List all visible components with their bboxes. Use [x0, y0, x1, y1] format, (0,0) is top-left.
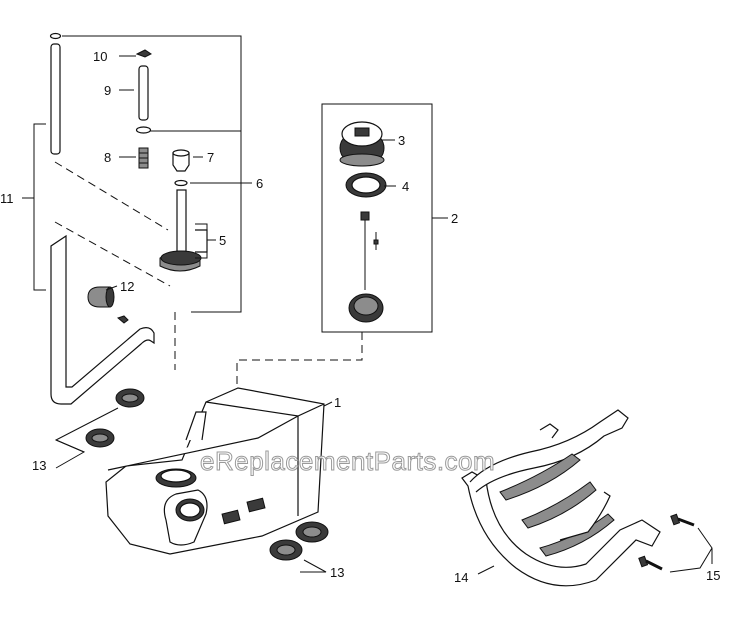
callout-4: 4 — [402, 179, 409, 194]
part-8-filter-spring — [138, 147, 149, 169]
callout-12: 12 — [120, 279, 134, 294]
part-1-fuel-tank — [105, 387, 325, 555]
part-3-fuel-cap — [339, 121, 385, 167]
part-12-fitting — [87, 286, 129, 324]
fuel-cap-group — [236, 103, 448, 386]
part-10-clip — [135, 49, 152, 58]
callout-9: 9 — [104, 83, 111, 98]
callout-10: 10 — [93, 49, 107, 64]
part-6-oring — [174, 179, 188, 187]
part-13-grommets-lower — [269, 521, 329, 573]
part-13-grommets-upper — [54, 388, 145, 469]
part-7-cap — [172, 149, 190, 172]
part-14-tank-guard — [461, 409, 661, 587]
callout-6: 6 — [256, 176, 263, 191]
watermark-text: eReplacementParts.com — [200, 446, 495, 476]
callout-labels: 10 9 8 7 6 5 11 12 3 4 2 1 13 13 14 15 — [0, 49, 720, 585]
part-5-pickup — [159, 189, 208, 272]
part-9-tube — [135, 65, 152, 134]
part-2-vent-tether — [348, 211, 384, 323]
leader-lines — [22, 55, 495, 575]
part-4-cap-gasket — [345, 172, 387, 198]
callout-11: 11 — [0, 191, 14, 206]
callout-7: 7 — [207, 150, 214, 165]
callout-13-lower: 13 — [330, 565, 344, 580]
callout-2: 2 — [451, 211, 458, 226]
fuel-line-assembly-group — [54, 35, 242, 370]
part-15-screws — [638, 513, 713, 573]
callout-14: 14 — [454, 570, 468, 585]
part-11-fuel-hose — [49, 32, 155, 405]
callout-15: 15 — [706, 568, 720, 583]
callout-13-upper: 13 — [32, 458, 46, 473]
callout-5: 5 — [219, 233, 226, 248]
callout-8: 8 — [104, 150, 111, 165]
callout-3: 3 — [398, 133, 405, 148]
callout-1: 1 — [334, 395, 341, 410]
